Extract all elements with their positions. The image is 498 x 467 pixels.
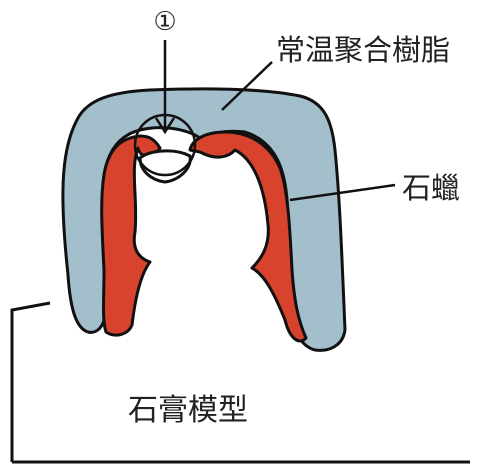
marker-arrow-head	[154, 117, 176, 135]
plaster-model-left-edge	[10, 301, 51, 462]
wax-label: 石蠟	[402, 171, 460, 205]
air-gap	[138, 149, 192, 184]
model-label: 石膏模型	[128, 393, 248, 428]
marker-label: ①	[153, 7, 176, 37]
resin-label: 常温聚合樹脂	[276, 33, 450, 67]
resin-leader-line	[221, 61, 273, 111]
wax-layer-left	[100, 134, 162, 337]
wax-layer-right	[188, 130, 308, 343]
wax-leader-line	[289, 183, 396, 202]
plaster-model-outline	[12, 148, 382, 462]
